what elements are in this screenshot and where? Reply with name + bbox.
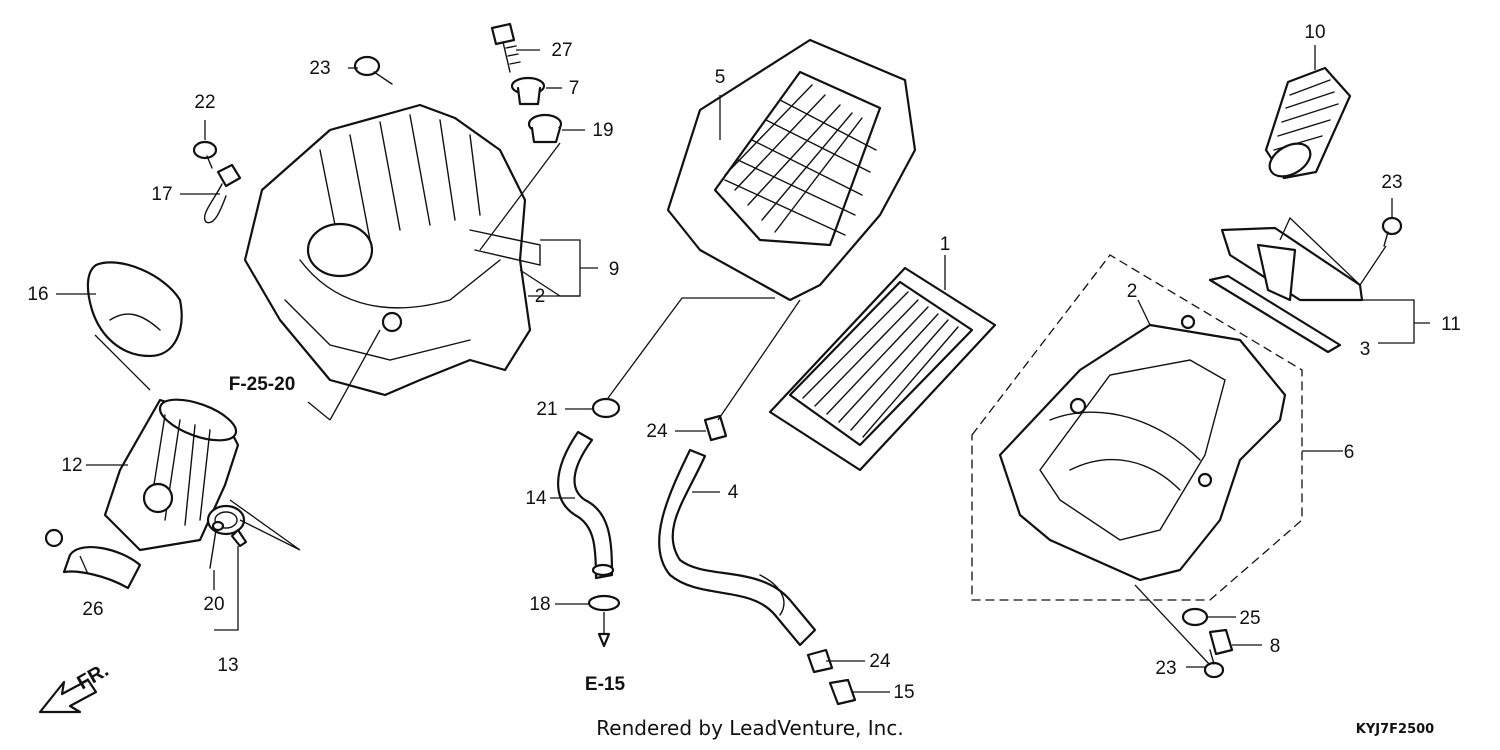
collar-25: [1181, 607, 1209, 627]
callout-12: 12: [61, 455, 82, 476]
callout-14: 14: [525, 488, 547, 509]
clip-24-lower: [806, 648, 834, 674]
callout-2-right: 2: [1127, 281, 1138, 302]
callout-4: 4: [728, 482, 739, 503]
callout-17: 17: [151, 184, 172, 205]
callout-10: 10: [1304, 22, 1325, 43]
callout-15: 15: [893, 682, 914, 703]
callout-24-upper: 24: [646, 421, 668, 442]
drain-plug-8: [1208, 628, 1234, 656]
screw-23-bottom: [1203, 649, 1225, 679]
clip-17: [203, 163, 242, 224]
inlet-duct-10: [1264, 66, 1352, 180]
callout-numbers: 1 2 2 3 4 5 6 7 8 9 10 11 12 13 14 15 16…: [27, 22, 1460, 703]
front-direction-marker: FR.: [38, 659, 112, 714]
callout-3: 3: [1360, 339, 1371, 360]
callout-23-right: 23: [1381, 172, 1402, 193]
plug-15: [828, 678, 857, 706]
callout-leaders: [56, 45, 1430, 693]
callout-7: 7: [569, 78, 580, 99]
callout-25: 25: [1239, 608, 1260, 629]
screw-23-top: [353, 55, 393, 85]
intake-cover-16: [86, 261, 183, 358]
callout-23-bottom: 23: [1155, 658, 1176, 679]
section-ref-f-25-20: F-25-20: [229, 374, 296, 395]
callout-6: 6: [1344, 442, 1355, 463]
callout-24-lower: 24: [869, 651, 891, 672]
callout-5: 5: [715, 67, 726, 88]
case-assembly-boundary: [971, 254, 1303, 601]
section-ref-e-15: E-15: [585, 674, 626, 695]
case-lid-5: [666, 38, 917, 302]
callout-9: 9: [609, 259, 620, 280]
air-cleaner-case-6: [998, 314, 1287, 582]
clip-24-upper: [703, 414, 728, 442]
screw-22: [192, 140, 218, 169]
clip-21: [591, 397, 621, 419]
callout-2-left: 2: [535, 286, 546, 307]
callout-22: 22: [194, 92, 215, 113]
callout-21: 21: [536, 399, 557, 420]
screw-23-right: [1381, 216, 1403, 247]
seal-3: [1208, 274, 1342, 354]
callout-19: 19: [592, 120, 613, 141]
screw-20: [209, 520, 225, 569]
callout-1: 1: [940, 234, 951, 255]
callout-8: 8: [1270, 636, 1281, 657]
band-26: [44, 528, 142, 590]
callout-20: 20: [203, 594, 224, 615]
callout-23-top: 23: [309, 58, 330, 79]
diagram-code: KYJ7F2500: [1356, 722, 1434, 737]
grommet-7: [510, 76, 546, 106]
air-filter-element-1: [768, 266, 997, 472]
clip-18: [587, 594, 621, 612]
callout-18: 18: [529, 594, 550, 615]
callout-26: 26: [82, 599, 103, 620]
grommet-19: [527, 113, 563, 144]
credit-line: Rendered by LeadVenture, Inc.: [596, 716, 903, 740]
callout-13: 13: [217, 655, 238, 676]
air-cleaner-cover: [243, 103, 541, 397]
breather-tube-4: [658, 448, 817, 647]
bolt-27: [490, 22, 521, 73]
callout-16: 16: [27, 284, 48, 305]
callout-27: 27: [551, 40, 572, 61]
drain-tube-14: [557, 430, 615, 580]
callout-11: 11: [1441, 314, 1461, 335]
intake-duct-12: [103, 398, 240, 552]
